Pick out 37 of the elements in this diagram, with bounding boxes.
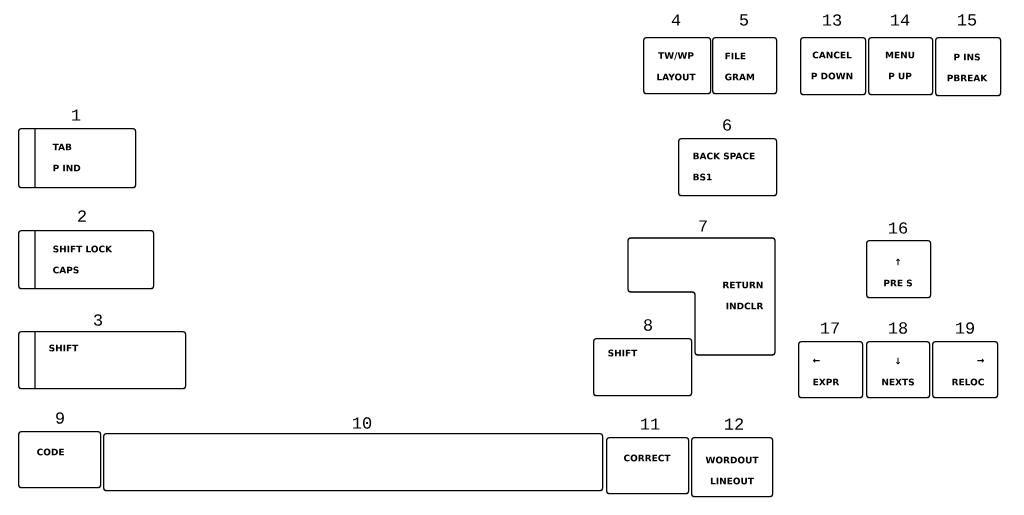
key: SHIFT LOCK CAPS [18,229,155,290]
key-number: 16 [889,222,908,234]
key: CODE [18,431,102,489]
key-number: 3 [93,314,103,326]
key: MENU P UP [868,37,934,96]
key: CANCEL P DOWN [800,37,867,96]
key-number: 6 [723,119,731,131]
key: TW/WP LAYOUT [643,37,712,95]
key-number: 7 [699,220,707,232]
key-number: 8 [644,319,652,331]
key: FILE GRAM [712,37,778,95]
key-number: 19 [956,322,975,334]
key: SHIFT [593,338,693,397]
key: CORRECT [606,437,690,495]
key [103,433,604,492]
key-number: 14 [891,14,910,26]
key: P INS PBREAK [935,37,1002,97]
key-number: 13 [823,14,842,26]
key: WORDOUT LINEOUT [691,437,774,498]
key-number: 1 [72,109,81,121]
key-number: 11 [641,418,660,430]
key: ← EXPR [798,341,864,399]
key-number: 15 [958,14,977,26]
key-number: 12 [725,418,743,430]
key: → RELOC [932,341,999,399]
key-number: 10 [353,417,372,429]
key-number: 4 [671,14,681,26]
key: TAB P IND [18,127,137,189]
key: ↓ NEXTS [866,341,931,399]
key-number: 5 [740,14,749,26]
key-number: 2 [78,210,86,222]
key-number: 9 [56,412,64,424]
key: SHIFT [18,330,187,390]
key-number: 17 [821,322,839,334]
key: BACK SPACE BS1 [678,138,778,197]
key-number: 18 [889,322,908,334]
key: ↑ PRE S [866,240,932,299]
